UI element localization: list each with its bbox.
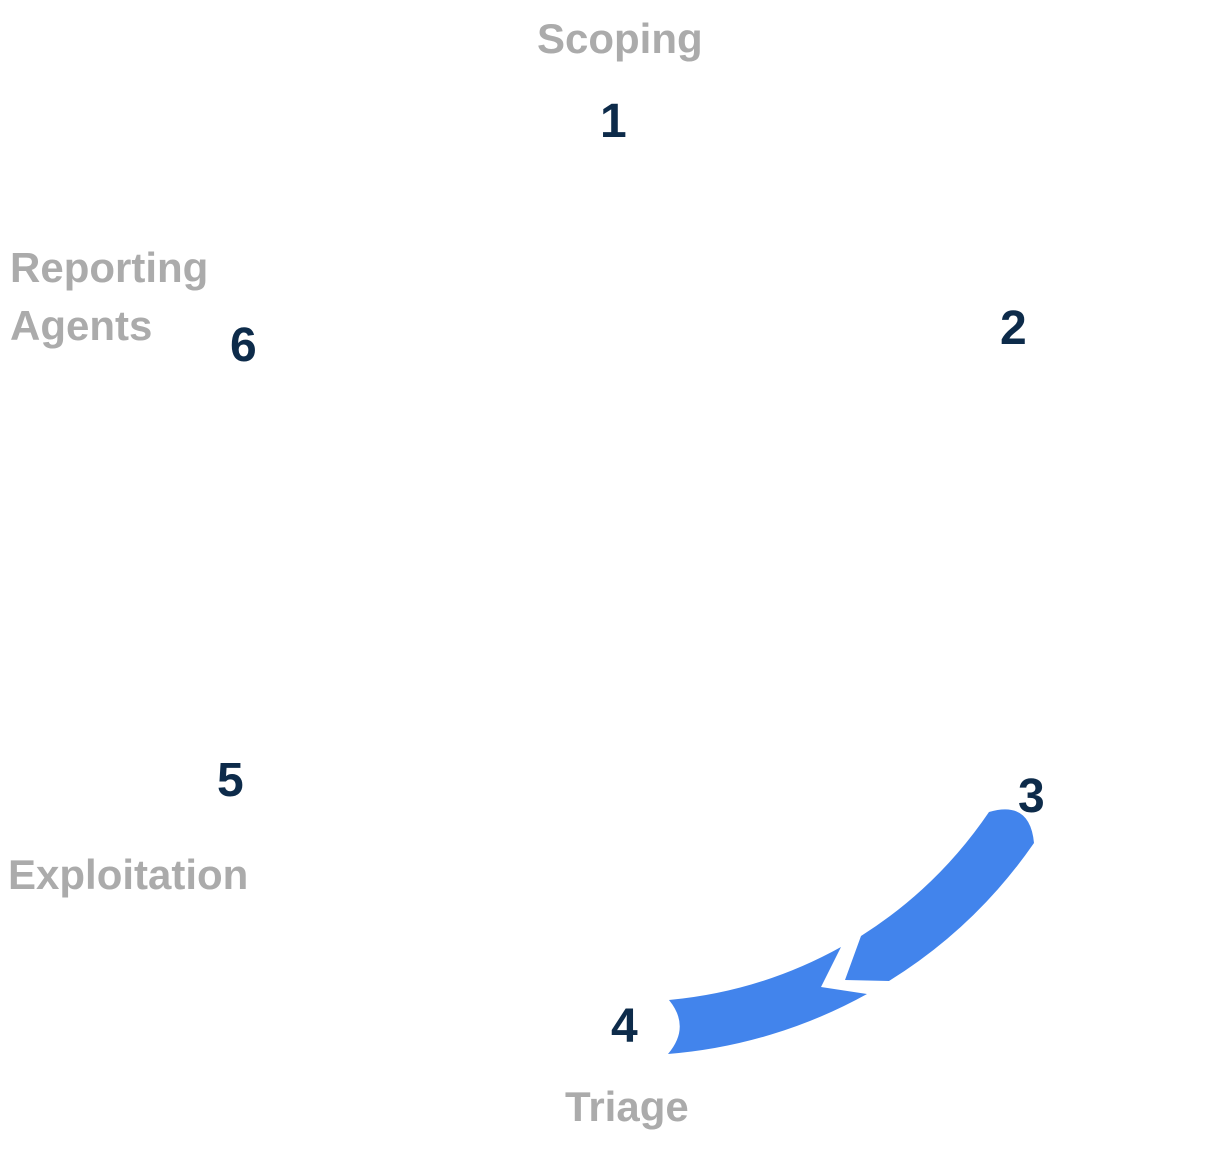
step-number-4: 4 bbox=[611, 1000, 638, 1053]
step-label-exploitation: Exploitation bbox=[8, 851, 249, 898]
arc-arrow-body-segment bbox=[845, 809, 1034, 981]
step-number-2: 2 bbox=[1000, 302, 1027, 355]
step-number-3: 3 bbox=[1018, 770, 1045, 823]
arc-arrow-head-segment bbox=[668, 947, 867, 1054]
step-number-5: 5 bbox=[217, 754, 244, 807]
step-number-1: 1 bbox=[600, 95, 627, 148]
step-label-reporting-agents: Reporting Agents bbox=[10, 244, 209, 349]
step-number-6: 6 bbox=[230, 319, 257, 372]
step-label-triage: Triage bbox=[565, 1083, 689, 1130]
step-label-scoping: Scoping bbox=[537, 15, 703, 62]
